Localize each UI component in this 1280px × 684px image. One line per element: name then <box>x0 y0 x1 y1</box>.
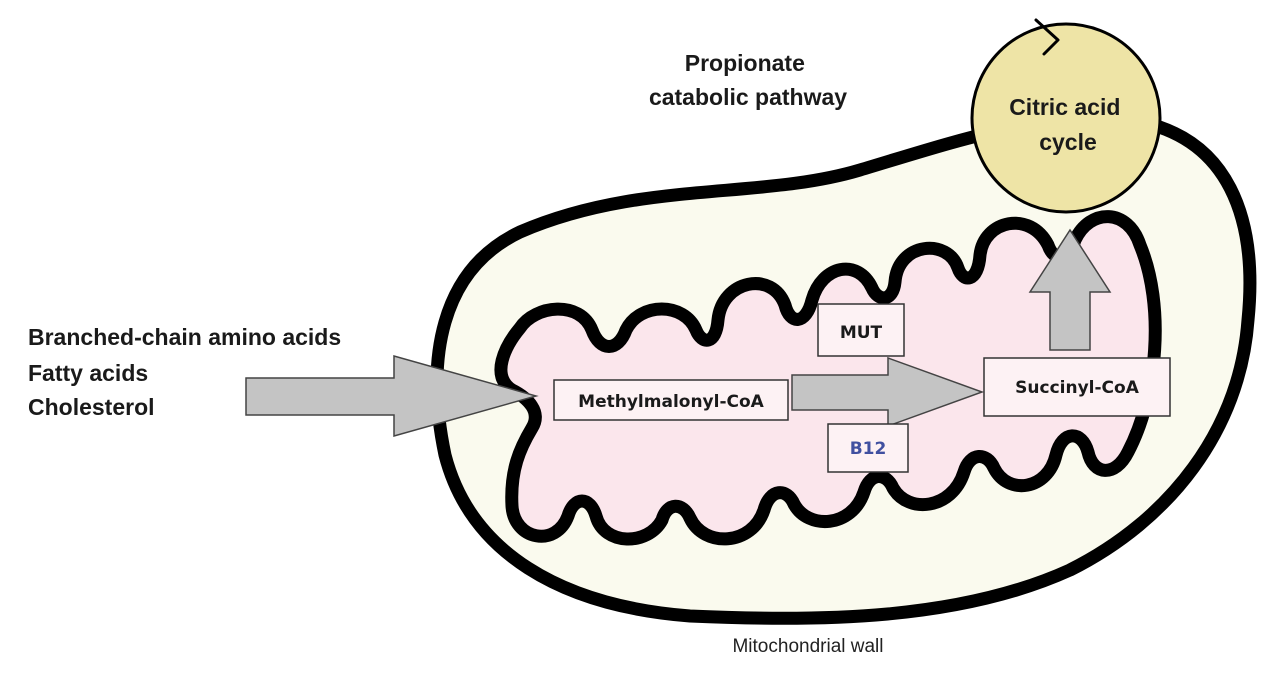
succinyl-coa-label: Succinyl-CoA <box>1015 378 1140 398</box>
methylmalonyl-coa-box <box>553 379 789 421</box>
mut-box <box>817 303 905 357</box>
b12-label: B12 <box>850 439 887 459</box>
title-line-2: catabolic pathway <box>649 84 847 110</box>
input-arrow <box>245 355 539 437</box>
cycle-label-line-2: cycle <box>1039 129 1097 155</box>
succinyl-coa-box <box>983 357 1171 417</box>
input-item-1: Branched-chain amino acids <box>28 324 341 350</box>
mitochondrial-wall-label: Mitochondrial wall <box>732 636 883 657</box>
cycle-label-line-1: Citric acid <box>1009 94 1120 120</box>
input-substrate-list: Branched-chain amino acids Fatty acids C… <box>28 324 348 420</box>
citric-acid-cycle-circle <box>970 22 1162 214</box>
input-item-3: Cholesterol <box>28 394 155 420</box>
b12-box <box>827 423 909 473</box>
mut-label: MUT <box>840 323 883 343</box>
cycle-direction-icon <box>1034 18 1060 56</box>
conversion-arrow <box>791 356 985 428</box>
to-cycle-arrow <box>1028 228 1112 351</box>
pathway-title: Propionate catabolic pathway <box>649 50 847 110</box>
input-item-2: Fatty acids <box>28 360 148 386</box>
title-line-1: Propionate <box>685 50 805 76</box>
citric-acid-cycle-label: Citric acid cycle <box>1009 94 1127 155</box>
methylmalonyl-coa-label: Methylmalonyl-CoA <box>578 392 764 412</box>
